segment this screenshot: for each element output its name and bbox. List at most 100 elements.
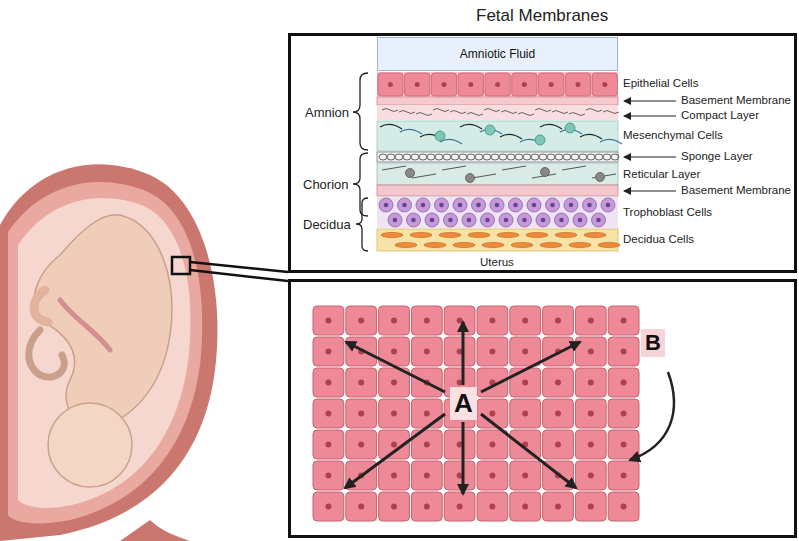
migration-arrow [345, 322, 580, 494]
nucleus [621, 318, 627, 324]
sponge-fiber [539, 154, 547, 160]
layer-label: Uterus [480, 256, 514, 270]
decidual-cell [381, 232, 403, 237]
sponge-fiber [547, 154, 555, 160]
decidual-cell [540, 242, 562, 247]
fiber [416, 113, 432, 116]
nucleus [588, 442, 594, 448]
cell [431, 73, 456, 96]
fiber [380, 124, 402, 129]
nucleus [555, 318, 561, 324]
nucleus [522, 349, 528, 355]
nucleus [411, 218, 416, 223]
trophoblast-cell [398, 198, 412, 212]
layer-group-label: Decidua [303, 217, 351, 233]
cell [575, 368, 606, 397]
nucleus [489, 473, 495, 479]
nucleus [391, 380, 397, 386]
nucleus [522, 380, 528, 386]
cell [575, 430, 606, 459]
cell [543, 430, 574, 459]
sponge-fiber [395, 154, 403, 160]
decidual-cell [555, 232, 577, 237]
nucleus [588, 318, 594, 324]
sponge-fiber [427, 154, 435, 160]
nucleus [468, 82, 473, 87]
fiber [540, 124, 562, 129]
node-text: Amniotic Fluid [460, 47, 535, 61]
nucleus [388, 82, 393, 87]
nucleus [621, 349, 627, 355]
nucleus [424, 504, 430, 510]
reticular-cell [406, 169, 415, 178]
trophoblast-cell [425, 213, 439, 227]
decidual-cell [410, 232, 432, 237]
cell [411, 492, 442, 521]
fiber [552, 111, 568, 114]
trophoblast-cell [555, 213, 569, 227]
cell [608, 306, 639, 335]
nucleus [489, 349, 495, 355]
cell [608, 368, 639, 397]
cell [313, 306, 344, 335]
cell [444, 306, 475, 335]
trophoblast-cell [472, 198, 486, 212]
sponge-fiber [531, 154, 539, 160]
nucleus [485, 218, 490, 223]
nucleus [621, 473, 627, 479]
sponge-fiber [483, 154, 491, 160]
top-panel [290, 35, 796, 272]
nucleus [522, 318, 528, 324]
curved-arrow [630, 372, 674, 460]
cell [510, 492, 541, 521]
nucleus [325, 442, 331, 448]
nucleus [384, 203, 389, 208]
nucleus [391, 473, 397, 479]
cell [411, 461, 442, 490]
mesenchymal-cell [565, 123, 575, 133]
nucleus [358, 318, 364, 324]
fiber [569, 113, 585, 116]
trophoblast-cell [592, 213, 606, 227]
nucleus [532, 203, 537, 208]
sponge-fiber [571, 154, 579, 160]
sponge-fiber [475, 154, 483, 160]
cell [539, 73, 564, 96]
fiber [450, 111, 466, 114]
cell [608, 337, 639, 366]
nucleus [391, 349, 397, 355]
nucleus [325, 504, 331, 510]
sponge-fiber [435, 154, 443, 160]
callout-box: B [641, 329, 665, 357]
trophoblast-cell [416, 198, 430, 212]
cell [485, 73, 510, 96]
nucleus [495, 203, 500, 208]
cell [458, 73, 483, 96]
nucleus [476, 203, 481, 208]
fiber [484, 109, 500, 112]
layer-label: Reticular Layer [623, 168, 700, 182]
decidual-cell [424, 242, 446, 247]
cell [405, 73, 430, 96]
trophoblast-cell [546, 198, 560, 212]
decidual-cell [395, 242, 417, 247]
cell [379, 306, 410, 335]
sponge-fiber [507, 154, 515, 160]
cell [477, 430, 508, 459]
trophoblast-cell [573, 213, 587, 227]
nucleus [559, 218, 564, 223]
sponge-fiber [523, 154, 531, 160]
sponge-fiber [443, 154, 451, 160]
sponge-fiber [515, 154, 523, 160]
cell [313, 368, 344, 397]
cell [444, 461, 475, 490]
nucleus [424, 349, 430, 355]
nucleus [550, 203, 555, 208]
nucleus [391, 504, 397, 510]
brace [353, 73, 368, 251]
sponge-fiber [555, 154, 563, 160]
nucleus [576, 82, 581, 87]
fiber [400, 129, 422, 134]
decidual-cell [439, 232, 461, 237]
cell [477, 337, 508, 366]
